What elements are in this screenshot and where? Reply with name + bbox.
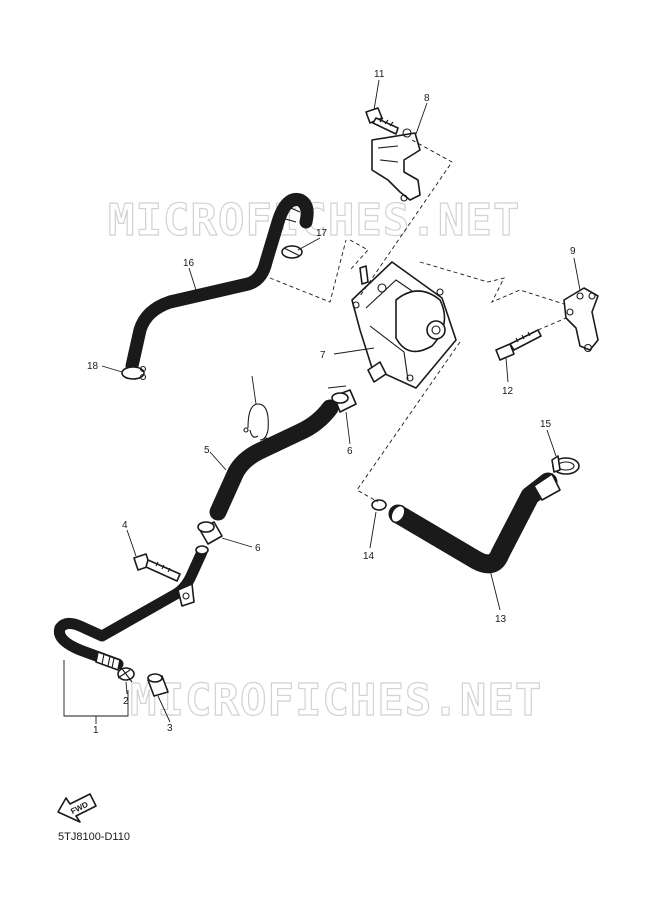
valve-assembly-part-7[interactable]	[351, 261, 457, 389]
spring-clip-part-18[interactable]	[243, 403, 269, 443]
callout-8: 8	[424, 93, 430, 104]
callout-6-upper: 6	[347, 446, 353, 457]
forward-arrow-icon: FWD	[57, 793, 97, 823]
callout-3: 3	[167, 723, 173, 734]
bolt-part-10[interactable]	[365, 107, 399, 135]
clip-part-17[interactable]	[121, 365, 147, 381]
clamp-part-2[interactable]	[117, 665, 135, 683]
cap-part-3[interactable]	[147, 673, 169, 697]
callout-14: 15	[540, 419, 552, 430]
callout-6-lower: 6	[255, 543, 261, 554]
ring-clip-part-13[interactable]	[371, 499, 387, 511]
callout-9: 9	[570, 246, 576, 257]
diagram-code: 5TJ8100-D110	[58, 831, 130, 843]
callout-7: 7	[320, 350, 326, 361]
callout-1: 1	[93, 725, 99, 736]
clamp-part-14[interactable]	[551, 455, 580, 475]
leader-lines	[63, 79, 581, 724]
callout-17: 18	[87, 361, 99, 372]
callout-5: 5	[204, 445, 210, 456]
bracket-part-9[interactable]	[563, 287, 599, 353]
hose-joint-part-6-lower[interactable]	[197, 521, 223, 545]
hose-part-15[interactable]	[125, 193, 314, 373]
bracket-part-8[interactable]	[371, 128, 421, 202]
assembly-dashed-lines	[269, 139, 567, 503]
callout-12: 13	[495, 614, 507, 625]
callout-labels: 11 8 9 17 16 18 7 6 5 6 4 12 15 14 13 2 …	[87, 69, 576, 736]
hose-joint-part-6-upper[interactable]	[327, 385, 357, 413]
bolt-part-11[interactable]	[495, 329, 542, 361]
bolt-part-4[interactable]	[133, 553, 181, 582]
watermark-top: MICROFICHES.NET	[108, 195, 520, 246]
callout-2: 2	[123, 696, 129, 707]
callout-13: 14	[363, 551, 375, 562]
clip-part-16[interactable]	[281, 245, 303, 259]
hose-part-5[interactable]	[209, 399, 339, 521]
watermark-bottom: MICROFICHES.NET	[130, 675, 542, 726]
callout-15: 16	[183, 258, 195, 269]
callout-16: 17	[316, 228, 328, 239]
callout-11: 12	[502, 386, 514, 397]
callout-4: 4	[122, 520, 128, 531]
callout-10: 11	[374, 69, 385, 80]
pipe-assembly-part-1[interactable]	[53, 545, 209, 671]
hose-part-12[interactable]	[388, 472, 561, 574]
